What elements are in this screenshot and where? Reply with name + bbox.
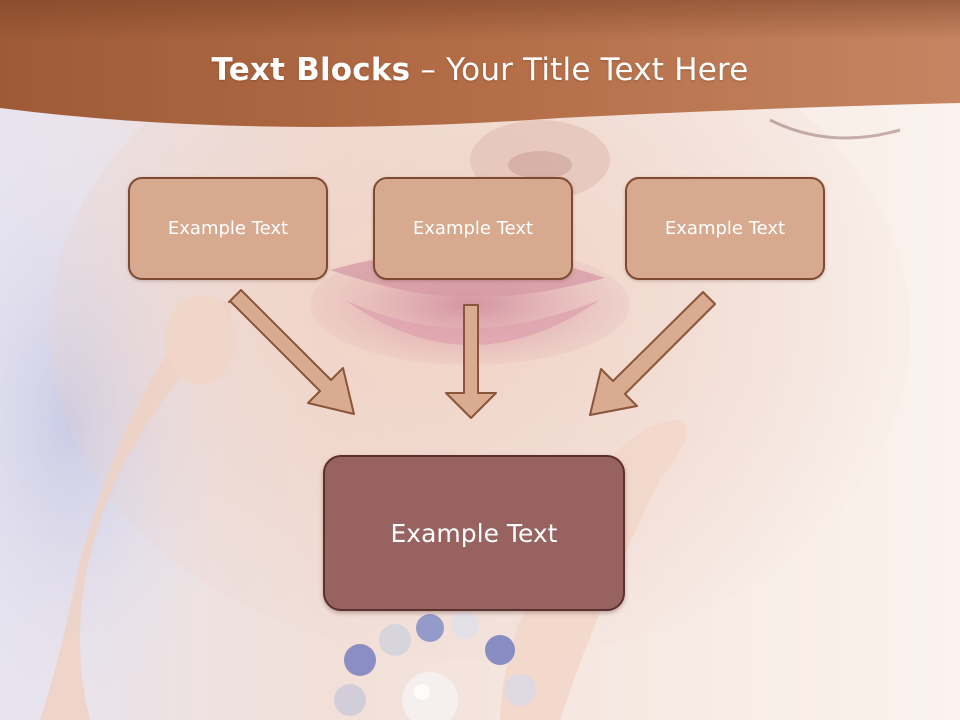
title-dash: –	[410, 52, 447, 88]
text-box-center-label: Example Text	[412, 218, 534, 239]
text-box-bottom-label: Example Text	[390, 518, 558, 548]
title-bold: Text Blocks	[211, 52, 411, 88]
text-box-center[interactable]: Example Text	[373, 177, 573, 280]
text-box-right-label: Example Text	[664, 218, 786, 239]
title-rest: Your Title Text Here	[446, 52, 749, 88]
text-box-left[interactable]: Example Text	[128, 177, 328, 280]
text-box-right[interactable]: Example Text	[625, 177, 825, 280]
slide-title: Text Blocks – Your Title Text Here	[0, 52, 960, 88]
text-box-left-label: Example Text	[167, 218, 289, 239]
text-box-bottom[interactable]: Example Text	[323, 455, 625, 611]
